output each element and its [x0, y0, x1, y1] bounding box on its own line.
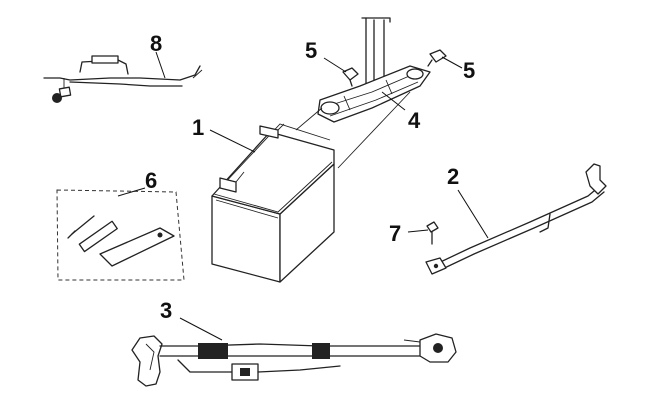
callout-3-leader [179, 317, 223, 341]
callout-6: 7 [389, 221, 401, 246]
bolt-right [427, 49, 447, 67]
tool-kit [56, 189, 185, 281]
positive-cable-harness [131, 333, 457, 387]
callout-3: 3 [160, 298, 172, 323]
callout-7-leader [117, 187, 146, 197]
callout-1-leader [209, 129, 256, 153]
negative-cable [425, 163, 607, 275]
callout-8-leader [155, 51, 166, 79]
callout-4: 4 [408, 108, 421, 133]
callout-5-left-leader [323, 57, 347, 73]
callout-1: 1 [192, 115, 204, 140]
bolt-left [342, 67, 359, 87]
callout-4-leader [381, 91, 406, 111]
callout-2-leader [457, 189, 489, 239]
callout-6-leader [407, 229, 429, 233]
callout-2: 2 [447, 164, 459, 189]
callout-5-right-leader [441, 56, 463, 69]
cable-bolt [426, 221, 439, 245]
wire-harness [43, 55, 203, 103]
callout-7: 6 [145, 168, 157, 193]
callout-5-right: 5 [463, 58, 475, 83]
callout-8: 8 [150, 31, 162, 56]
callout-5-left: 5 [305, 38, 317, 63]
battery [211, 123, 335, 283]
